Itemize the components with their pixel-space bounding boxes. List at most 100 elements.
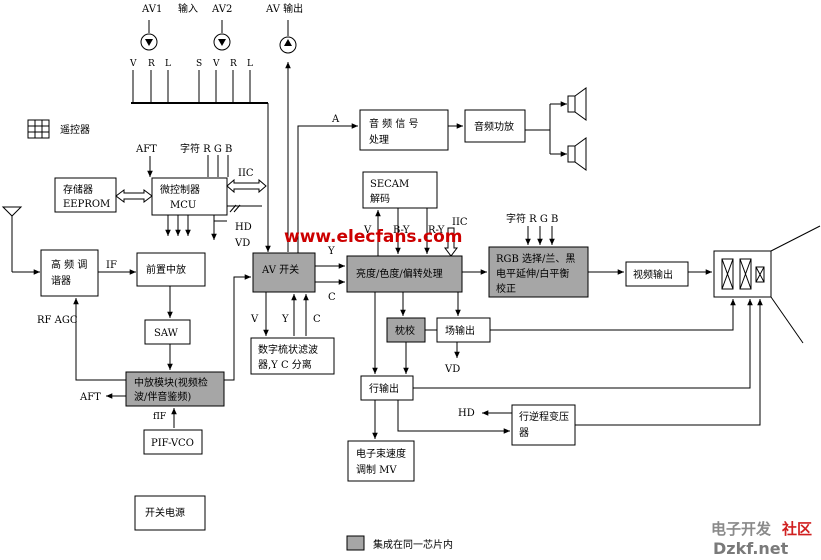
pin-av2-l: L bbox=[247, 59, 253, 69]
char-rgb-label: 字符 R G B bbox=[180, 142, 232, 155]
audio-amp-label: 音频功放 bbox=[474, 120, 514, 133]
vm-label-2: 调制 MV bbox=[356, 463, 397, 476]
saw-label: SAW bbox=[154, 328, 179, 339]
line-out-block bbox=[360, 375, 414, 401]
audio-a-line bbox=[297, 123, 358, 253]
mcu-output-lines bbox=[165, 204, 262, 240]
hd-label: HD bbox=[235, 222, 252, 233]
eeprom-mcu-bus-arrow bbox=[115, 189, 153, 203]
eeprom-label-2: EEPROM bbox=[63, 199, 110, 210]
line-to-flyback bbox=[397, 400, 510, 434]
av-switch-label: AV 开关 bbox=[261, 263, 299, 276]
secam-block bbox=[362, 171, 438, 209]
vm-label-1: 电子束速度 bbox=[356, 447, 406, 460]
antenna-icon bbox=[1, 206, 40, 275]
pif-vco-label: PIF-VCO bbox=[151, 438, 194, 449]
rgb-label-3: 校正 bbox=[496, 282, 516, 295]
rgb-label-1: RGB 选择/兰、黑 bbox=[496, 252, 575, 265]
flyback-label-1: 行逆程变压 bbox=[519, 410, 569, 423]
tuner-label-1: 高 频 调 bbox=[51, 258, 87, 271]
iic-label: IIC bbox=[238, 168, 254, 179]
field-to-yoke bbox=[490, 299, 736, 331]
audio-signal-label-2: 处理 bbox=[369, 134, 389, 146]
saw-block bbox=[144, 319, 191, 345]
c-label: C bbox=[328, 292, 336, 303]
aft-top-label: AFT bbox=[135, 144, 157, 155]
power-block bbox=[134, 495, 206, 531]
rgb-block bbox=[488, 246, 589, 298]
av2-jack-icon bbox=[213, 20, 231, 51]
speaker-bottom-icon bbox=[567, 137, 587, 171]
video-out-block bbox=[625, 261, 689, 287]
pif-vco-block bbox=[143, 429, 203, 455]
aft-bottom-label: AFT bbox=[79, 392, 101, 403]
mcu-label-1: 微控制器 bbox=[160, 183, 200, 196]
audio-signal-block bbox=[359, 109, 449, 151]
audio-signal-label-1: 音 频 信 号 bbox=[369, 117, 419, 130]
hd-flyback-label: HD bbox=[458, 408, 475, 419]
if-module-label-1: 中放模块(视频检 bbox=[134, 376, 208, 389]
brand-text-2: 社区 bbox=[781, 520, 812, 538]
pin-av1-r: R bbox=[148, 59, 155, 69]
if-module-label-2: 波/伴音鉴频) bbox=[134, 390, 191, 403]
iic-2-label: IIC bbox=[452, 217, 468, 228]
pin-av2-v: V bbox=[212, 59, 220, 69]
char-rgb-2-label: 字符 R G B bbox=[506, 212, 558, 225]
c-comb-label: C bbox=[313, 314, 321, 325]
secam-label-2: 解码 bbox=[370, 192, 390, 205]
watermark-text: www.elecfans.com bbox=[284, 227, 462, 247]
vd-field-label: VD bbox=[444, 364, 460, 375]
pin-av1-v: V bbox=[129, 59, 137, 69]
lum-chroma-block bbox=[346, 255, 463, 293]
pin-av2-r: R bbox=[230, 59, 237, 69]
if-to-av-switch bbox=[224, 274, 251, 381]
flyback-to-crt bbox=[575, 299, 763, 426]
speaker-top-icon bbox=[567, 87, 587, 121]
pin-av2-s: S bbox=[196, 59, 202, 69]
lum-chroma-label: 亮度/色度/偏转处理 bbox=[356, 267, 443, 280]
crt-tube-icon bbox=[713, 225, 821, 344]
line-out-label: 行输出 bbox=[369, 382, 399, 395]
if-label: IF bbox=[106, 260, 117, 271]
mcu-label-2: MCU bbox=[170, 200, 196, 211]
input-label: 输入 bbox=[178, 2, 198, 15]
legend-swatch bbox=[346, 535, 365, 551]
rf-agc-line bbox=[73, 298, 126, 381]
eeprom-label-1: 存储器 bbox=[63, 183, 93, 196]
rgb-label-2: 电平延伸/白平衡 bbox=[496, 267, 569, 280]
pre-if-label: 前置中放 bbox=[146, 263, 186, 276]
vm-block bbox=[347, 440, 415, 482]
av-output-jack-icon bbox=[279, 20, 297, 54]
tuner-block bbox=[40, 249, 99, 297]
av2-label: AV2 bbox=[211, 4, 232, 15]
comb-filter-block bbox=[250, 337, 335, 375]
char-rgb-lines bbox=[207, 155, 229, 177]
if-module-block bbox=[125, 371, 225, 407]
remote-label: 遥控器 bbox=[60, 123, 90, 136]
brand-text-1: 电子开发 bbox=[711, 520, 772, 538]
vd-label: VD bbox=[234, 238, 250, 249]
v-secam-label: V bbox=[363, 225, 372, 236]
comb-label-2: 器,Y C 分离 bbox=[258, 358, 312, 371]
char-rgb-2-lines bbox=[525, 226, 555, 245]
legend-label: 集成在同一芯片内 bbox=[373, 538, 453, 551]
field-out-label: 场输出 bbox=[445, 324, 475, 337]
secam-label-1: SECAM bbox=[370, 179, 409, 190]
av1-jack-icon bbox=[140, 20, 158, 51]
line-to-yoke bbox=[413, 299, 753, 389]
a-label: A bbox=[331, 114, 340, 125]
fif-label: fIF bbox=[153, 412, 166, 422]
comb-label-1: 数字梳状滤波 bbox=[258, 343, 318, 356]
v-comb-label: V bbox=[250, 314, 259, 325]
tuner-label-2: 谐器 bbox=[51, 275, 71, 287]
av1-label: AV1 bbox=[141, 4, 162, 15]
eeprom-block bbox=[54, 177, 117, 213]
y-comb-label: Y bbox=[281, 314, 289, 325]
remote-keypad-icon bbox=[27, 119, 50, 139]
av-output-label: AV 输出 bbox=[265, 2, 303, 15]
flyback-label-2: 器 bbox=[519, 427, 529, 439]
iic-bus-arrow bbox=[226, 178, 267, 194]
flyback-block bbox=[511, 404, 576, 446]
av-switch-block bbox=[252, 252, 316, 293]
